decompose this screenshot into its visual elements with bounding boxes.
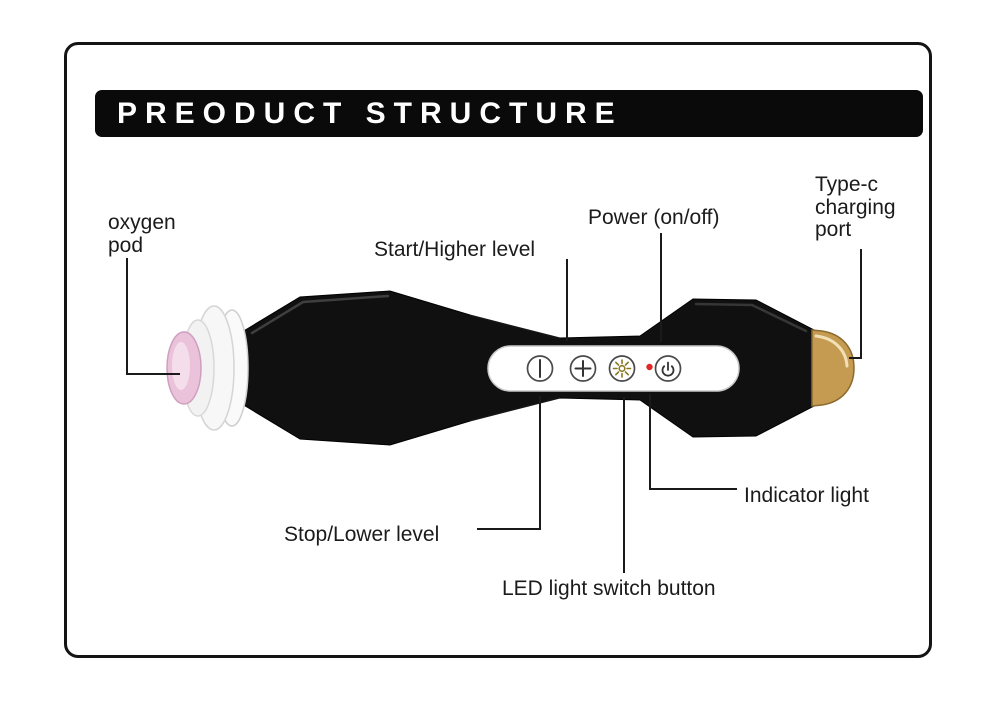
- leader-stop-lower: [477, 396, 541, 530]
- body-highlight-left: [250, 294, 390, 335]
- power-button-glyph: [661, 361, 675, 377]
- led-starburst-center: [618, 364, 626, 373]
- indicator-light-label: Indicator light: [744, 484, 869, 507]
- body-facet-line: [469, 314, 561, 422]
- leader-typec: [849, 249, 862, 359]
- start-higher-label: Start/Higher level: [374, 238, 536, 261]
- led-switch-label: LED light switch button: [502, 577, 716, 600]
- oxygen-pod: [166, 305, 249, 431]
- oxygen-pod-label: oxygen pod: [108, 211, 176, 257]
- label-line: charging: [815, 195, 896, 219]
- stop-lower-label: Stop/Lower level: [284, 523, 440, 546]
- label-line: port: [815, 218, 852, 242]
- typec-gold-cap: [811, 329, 855, 407]
- body-highlight-right: [694, 302, 808, 333]
- stop-lower-button: [526, 355, 554, 382]
- diagram-border-frame: [64, 42, 932, 658]
- indicator-light-dot: [646, 363, 653, 371]
- power-label: Power (on/off): [588, 206, 720, 229]
- typec-port-label: Type-c charging port: [815, 173, 896, 242]
- led-starburst-rays: [612, 359, 632, 378]
- label-line: pod: [108, 233, 144, 257]
- page-title: PREODUCT STRUCTURE: [117, 96, 623, 130]
- leader-lines: [126, 233, 862, 573]
- led-light-button: [608, 355, 636, 382]
- label-line: oxygen: [108, 211, 176, 234]
- leader-indicator: [649, 394, 737, 490]
- pod-pink-highlight: [172, 342, 190, 390]
- power-button: [654, 355, 682, 382]
- start-higher-button: [569, 355, 597, 382]
- leader-oxygen-pod: [126, 258, 180, 375]
- title-banner: PREODUCT STRUCTURE: [95, 90, 923, 137]
- label-line: Type-c: [815, 173, 879, 196]
- plus-button-glyph: [574, 360, 592, 377]
- gold-cap-highlight: [814, 334, 849, 368]
